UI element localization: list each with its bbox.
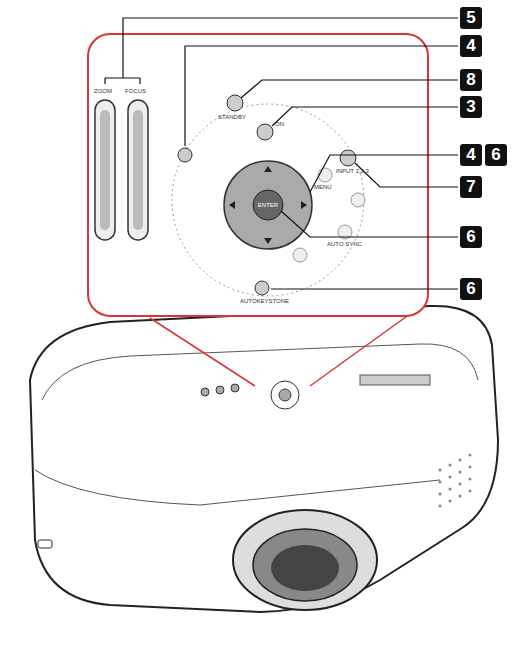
callout-number: 3 [460,96,482,118]
button-label: ZOOM [94,88,112,95]
top-vent [360,375,430,385]
button-label: FOCUS [125,88,146,95]
standby-button [227,95,243,111]
callout-number: 6 [460,278,482,300]
enlarged-panel [88,34,428,316]
button-label: AUTOKEYSTONE [240,298,289,305]
autokeystone-button [255,281,269,295]
button-label: ON [275,121,284,128]
callout-number: 6 [460,226,482,248]
callout-number: 4 [460,144,482,166]
button [178,148,192,162]
callout-number: 4 [460,35,482,57]
focus-slider [128,100,148,240]
lens [253,529,357,601]
ir-window [38,540,52,548]
button-label: ENTER [258,202,278,209]
callout-number: 6 [485,144,507,166]
lens-glass [271,545,339,591]
button-label: AUTO SYNC [327,241,362,248]
direction-pad [224,161,312,249]
enter-button [253,190,283,220]
callout-number: 7 [460,176,482,198]
lens-ring [233,510,377,610]
button-label: INPUT 1,2,3 [336,168,369,175]
callout-number: 5 [460,7,482,29]
button-label: STANDBY [218,114,246,121]
projector-body [30,306,498,612]
input-button [340,150,356,166]
body-edge [35,470,440,505]
callout-number: 8 [460,69,482,91]
body-edge [42,344,478,400]
button-label: MENU [314,184,332,191]
button-ring [172,104,364,296]
zoom-slider [95,100,115,240]
on-button [257,124,273,140]
menu-button [318,168,332,182]
leader-lines [105,18,458,289]
